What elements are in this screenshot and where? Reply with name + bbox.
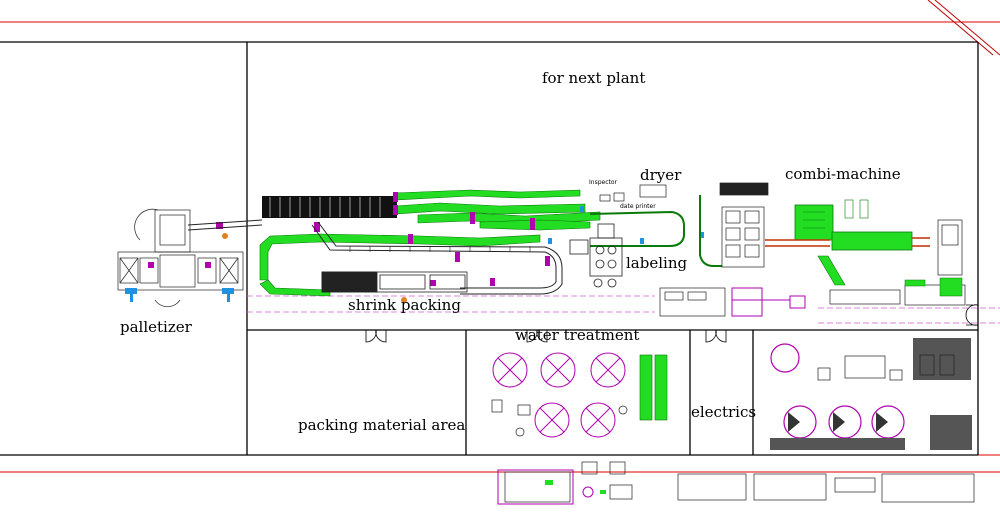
utility-tank-bases	[770, 338, 972, 450]
palletizer-machine	[117, 208, 244, 308]
combi-machine-label: combi-machine	[785, 165, 901, 183]
combi-machine-filler	[794, 204, 913, 251]
dashed-guide-lines	[247, 295, 1000, 324]
electrics-label: electrics	[691, 403, 757, 421]
return-conveyor-slats	[349, 246, 531, 252]
building-walls	[0, 41, 979, 456]
utility-small-units	[817, 354, 955, 381]
water-treatment-pumps	[491, 399, 628, 437]
door-swings	[365, 304, 979, 343]
date-printer-label: date printer	[620, 203, 656, 210]
blue-markers	[548, 206, 704, 244]
labeler-base	[659, 287, 726, 317]
water-treatment-label: water treatment	[515, 326, 640, 344]
combi-machine-outfeed	[765, 237, 930, 247]
palletizer-accent-blocks	[148, 222, 223, 268]
green-conveyors	[259, 189, 846, 297]
shrink-packer-machine	[321, 271, 468, 293]
shrink-packing-label: shrink packing	[348, 296, 461, 314]
labeling-machine	[569, 223, 623, 288]
shrink-packer-warning	[401, 297, 407, 303]
magenta-junctions	[314, 192, 550, 286]
bottom-equipment-accents	[497, 469, 594, 505]
inspector-label: Inspector	[589, 179, 617, 186]
palletizer-label: palletizer	[120, 318, 192, 336]
bottom-equipment	[504, 461, 975, 503]
magenta-machine	[731, 287, 806, 317]
dryer-label: dryer	[640, 166, 682, 184]
diagonal-lines	[927, 0, 1000, 56]
dryer-machine	[599, 184, 667, 202]
combi-machine-block	[719, 182, 769, 268]
water-treatment-equipment	[492, 352, 626, 438]
palletizer-warning	[222, 233, 228, 239]
accumulation-conveyor	[262, 196, 397, 218]
preform-equipment	[829, 219, 966, 306]
return-conveyor	[311, 221, 563, 295]
palletizer-conveyor	[187, 219, 263, 231]
bottom-equipment-green	[545, 480, 606, 494]
next-plant-label: for next plant	[542, 69, 646, 87]
utility-tank-dark-fill	[788, 412, 888, 432]
water-treatment-tank-bank	[639, 354, 668, 421]
combi-feed-conveyor	[589, 195, 722, 267]
palletizer-blue-units	[125, 288, 234, 302]
combi-machine-details	[803, 199, 869, 229]
packing-material-area-label: packing material area	[298, 416, 466, 434]
labeling-label: labeling	[626, 254, 688, 272]
preform-accents	[904, 277, 963, 297]
